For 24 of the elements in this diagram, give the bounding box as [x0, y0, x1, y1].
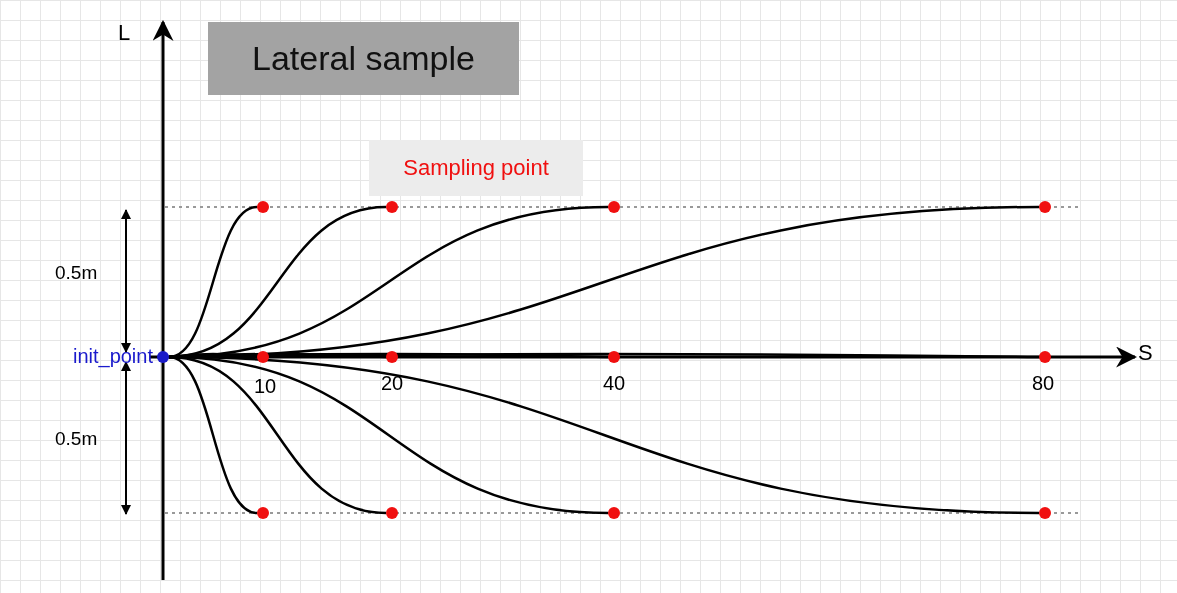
sampling-point: [257, 351, 269, 363]
axis-label: S: [1138, 340, 1153, 366]
tick-label: 10: [254, 375, 277, 398]
sampling-point: [257, 507, 269, 519]
dimension-label: 0.5m: [55, 428, 98, 450]
title-banner: Lateral sample: [208, 22, 519, 95]
callout-label: Sampling point: [369, 140, 583, 196]
sampling-point: [608, 201, 620, 213]
axis-label: L: [118, 20, 131, 46]
sampling-point: [608, 351, 620, 363]
start-point: [157, 351, 169, 363]
sampling-point: [1039, 507, 1051, 519]
sampling-point: [386, 201, 398, 213]
sampling-point: [1039, 351, 1051, 363]
tick-label: 80: [1032, 372, 1055, 395]
dimension-label: 0.5m: [55, 262, 98, 284]
sampling-point: [257, 201, 269, 213]
sampling-point: [1039, 201, 1051, 213]
sampling-point: [386, 351, 398, 363]
tick-label: 40: [603, 372, 626, 395]
sampling-point: [386, 507, 398, 519]
point-label: init_point: [72, 345, 153, 368]
sampling-point: [608, 507, 620, 519]
tick-label: 20: [381, 372, 404, 395]
